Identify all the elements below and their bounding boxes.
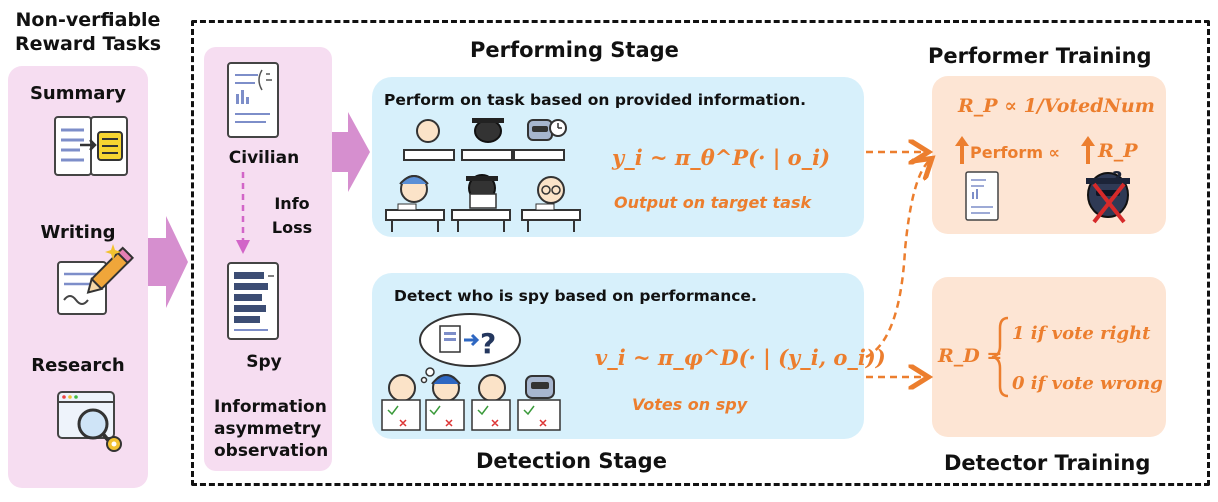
summary-icon <box>54 116 128 176</box>
detection-stage-title: Detection Stage <box>476 449 667 473</box>
detector-reward-lhs: R_D = <box>938 345 1003 367</box>
perform-proportional-text: Perform ∝ <box>970 143 1060 162</box>
tasks-title: Non-verfiable Reward Tasks <box>0 8 176 56</box>
performing-formula-caption: Output on target task <box>614 193 812 212</box>
task-research-label: Research <box>31 355 125 376</box>
detection-instruction: Detect who is spy based on performance. <box>394 287 757 305</box>
detector-training-box <box>932 277 1166 437</box>
observation-to-performing-arrow <box>332 112 370 192</box>
info-loss-line1: Info <box>274 194 310 213</box>
caption-line3: observation <box>214 441 329 461</box>
info-loss-arrowhead <box>236 240 250 254</box>
performing-formula: y_i ~ π_θ^P(· | o_i) <box>612 145 831 170</box>
rp-up-arrow <box>1081 136 1095 164</box>
spy-document-icon <box>227 262 279 340</box>
tasks-title-line2: Reward Tasks <box>14 33 162 55</box>
caption-line1: Information <box>214 397 327 417</box>
civilian-document-icon <box>227 62 279 138</box>
spy-label: Spy <box>246 352 282 372</box>
performer-reward-formula: R_P ∝ 1/VotedNum <box>958 95 1155 117</box>
pipeline-frame <box>191 20 1210 486</box>
perform-up-arrow <box>955 136 969 164</box>
performer-document-icon <box>965 171 999 221</box>
detector-brace <box>991 316 1009 398</box>
detector-training-title: Detector Training <box>944 451 1151 475</box>
performing-stage-title: Performing Stage <box>470 38 679 62</box>
detection-formula: v_i ~ π_φ^D(· | (y_i, o_i)) <box>595 345 886 370</box>
performing-instruction: Perform on task based on provided inform… <box>384 91 807 109</box>
svg-text:?: ? <box>1112 168 1122 189</box>
tasks-to-observation-arrow <box>148 216 188 308</box>
svg-text:?: ? <box>480 327 496 360</box>
caption-line2: asymmetry <box>214 419 322 439</box>
info-loss-label: Info Loss <box>262 192 322 240</box>
civilian-label: Civilian <box>228 148 300 168</box>
detection-to-performer-arrow <box>865 160 930 359</box>
info-loss-line2: Loss <box>271 218 313 237</box>
research-icon <box>57 391 122 452</box>
task-writing-label: Writing <box>40 222 116 243</box>
detector-case-right: 1 if vote right <box>1012 323 1151 344</box>
rp-label: R_P <box>1098 140 1138 162</box>
performing-students-illustration <box>385 118 581 232</box>
writing-icon <box>57 244 135 315</box>
detection-formula-caption: Votes on spy <box>632 395 748 414</box>
crossed-spy-icon: ? <box>1086 168 1130 224</box>
detection-students-illustration: ? <box>381 313 561 431</box>
detector-case-wrong: 0 if vote wrong <box>1012 373 1163 394</box>
performer-training-title: Performer Training <box>928 44 1152 68</box>
task-summary-label: Summary <box>29 83 127 104</box>
tasks-title-line1: Non-verfiable <box>15 9 161 31</box>
observation-caption: Information asymmetry observation <box>214 396 334 462</box>
